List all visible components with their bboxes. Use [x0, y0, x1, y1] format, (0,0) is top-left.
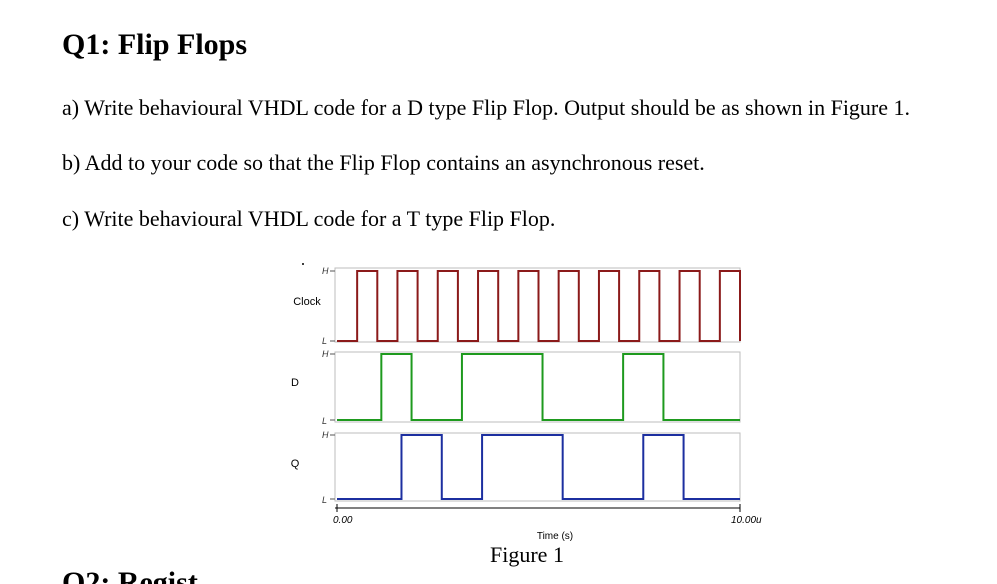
q-high-label: H [322, 430, 329, 440]
next-question-heading: Q2: Regist [62, 566, 198, 584]
x-tick-label-end: 10.00u [731, 515, 762, 526]
q-low-label: L [322, 495, 327, 505]
d-panel-frame [334, 351, 741, 423]
signal-label-d: D [291, 377, 299, 389]
signal-label-q: Q [291, 458, 300, 470]
x-axis-label: Time (s) [537, 531, 573, 542]
question-a: a) Write behavioural VHDL code for a D t… [62, 95, 911, 120]
question-b: b) Add to your code so that the Flip Flo… [62, 150, 705, 175]
d-low-label: L [322, 416, 327, 426]
clock-high-label: H [322, 266, 329, 276]
waveform-clock [337, 270, 741, 342]
waveform-d [337, 353, 740, 421]
waveform-q [337, 434, 740, 500]
d-high-label: H [322, 349, 329, 359]
figure-caption: Figure 1 [490, 542, 564, 567]
clock-low-label: L [322, 336, 327, 346]
question-c: c) Write behavioural VHDL code for a T t… [62, 206, 556, 231]
question-title: Q1: Flip Flops [62, 28, 248, 61]
q-panel-frame [334, 432, 741, 502]
signal-label-clock: Clock [293, 296, 321, 308]
x-tick-label-start: 0.00 [333, 515, 353, 526]
stray-dot [302, 263, 304, 265]
